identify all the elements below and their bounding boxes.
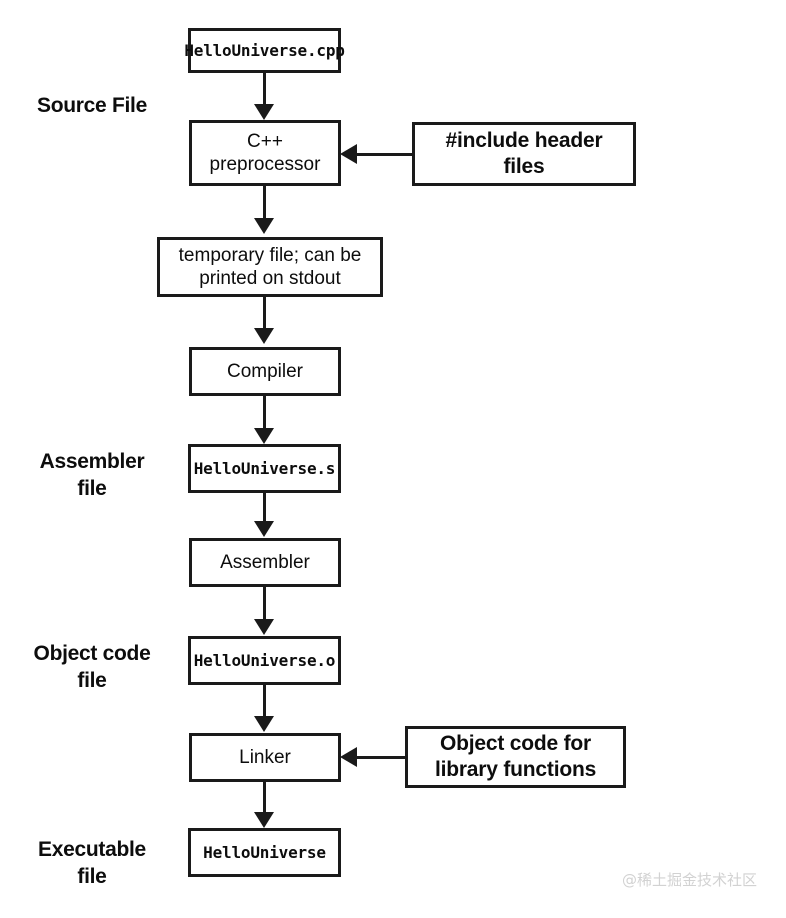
node-compiler[interactable]: Compiler	[189, 347, 341, 396]
connector-assembly-to-assembler	[263, 492, 266, 524]
node-linker-label: Linker	[239, 746, 291, 768]
annotation-library-objects-label: Object code for library functions	[434, 732, 597, 781]
side-label-source-file: Source File	[37, 94, 147, 117]
connector-source-to-preprocessor	[263, 72, 266, 106]
arrowhead-linker-to-executable	[254, 812, 274, 828]
annotation-include-headers-label: #include header files	[445, 129, 603, 178]
node-temporary-file-label: temporary file; can be printed on stdout	[178, 244, 362, 289]
connector-object-to-linker	[263, 685, 266, 717]
connector-library-to-linker	[357, 756, 407, 759]
connector-temp-to-compiler	[263, 296, 266, 330]
arrowhead-temp-to-compiler	[254, 328, 274, 344]
node-source-file[interactable]: HelloUniverse.cpp	[184, 28, 345, 73]
node-assembler-label: Assembler	[220, 551, 310, 573]
watermark-text: @稀土掘金技术社区	[622, 871, 758, 889]
node-preprocessor[interactable]: C++ preprocessor	[189, 120, 341, 186]
arrowhead-assembler-to-object	[254, 619, 274, 635]
node-linker[interactable]: Linker	[189, 733, 341, 782]
node-executable-file[interactable]: HelloUniverse	[188, 828, 341, 877]
connector-assembler-to-object	[263, 587, 266, 621]
node-assembler[interactable]: Assembler	[189, 538, 341, 587]
node-source-file-label: HelloUniverse.cpp	[184, 40, 345, 60]
connector-compiler-to-assembly	[263, 396, 266, 432]
annotation-include-headers[interactable]: #include header files	[412, 122, 636, 186]
node-object-file-label: HelloUniverse.o	[193, 650, 336, 670]
side-label-assembler-file: Assembler file	[39, 450, 145, 501]
arrowhead-source-to-preprocessor	[254, 104, 274, 120]
arrowhead-preprocessor-to-temp	[254, 218, 274, 234]
arrowhead-include-to-preprocessor	[340, 144, 357, 164]
node-compiler-label: Compiler	[226, 360, 304, 382]
arrowhead-library-to-linker	[340, 747, 357, 767]
node-executable-file-label: HelloUniverse	[203, 842, 326, 862]
connector-linker-to-executable	[263, 782, 266, 814]
connector-include-to-preprocessor	[357, 153, 414, 156]
arrowhead-compiler-to-assembly	[254, 428, 274, 444]
node-object-file[interactable]: HelloUniverse.o	[188, 636, 341, 685]
node-temporary-file[interactable]: temporary file; can be printed on stdout	[157, 237, 383, 297]
arrowhead-object-to-linker	[254, 716, 274, 732]
node-preprocessor-label: C++ preprocessor	[209, 130, 321, 175]
connector-preprocessor-to-temp	[263, 186, 266, 220]
arrowhead-assembly-to-assembler	[254, 521, 274, 537]
side-label-object-code-file: Object code file	[33, 642, 151, 693]
annotation-library-objects[interactable]: Object code for library functions	[405, 726, 626, 788]
node-assembly-file-label: HelloUniverse.s	[193, 458, 336, 478]
side-label-executable-file: Executable file	[38, 838, 146, 889]
node-assembly-file[interactable]: HelloUniverse.s	[188, 444, 341, 493]
